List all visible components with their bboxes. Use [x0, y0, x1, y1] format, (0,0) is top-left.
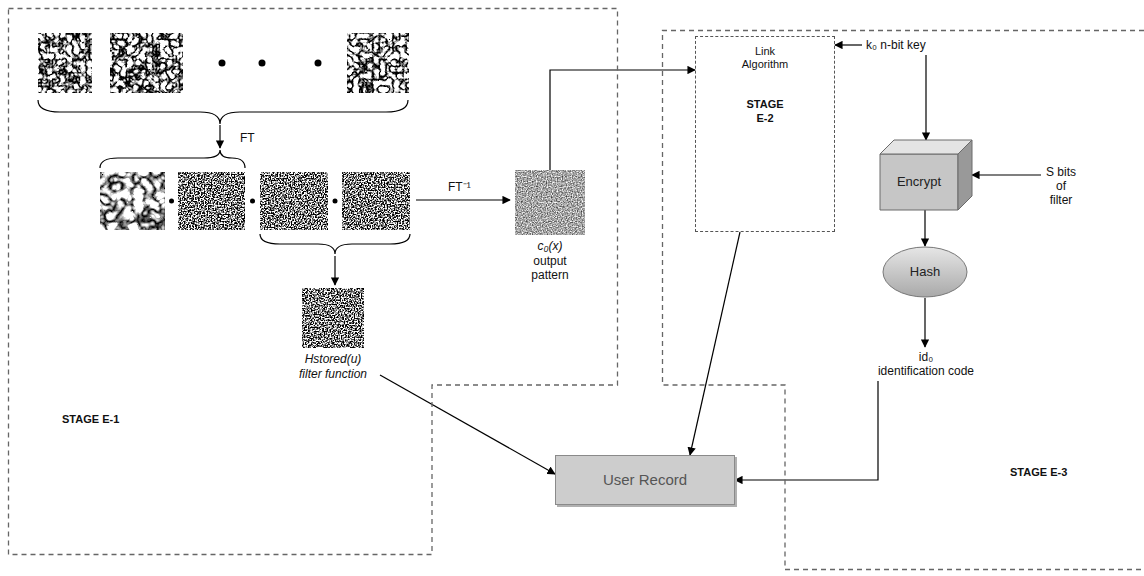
dashed-boundary — [9, 9, 618, 555]
ellipse-shape — [883, 247, 967, 297]
user-record-box: User Record — [555, 455, 735, 505]
fingerprint-image — [38, 33, 92, 93]
brace — [38, 100, 408, 124]
picture-slot — [515, 170, 585, 235]
key-label: k₀ n-bit key — [866, 38, 926, 52]
product-dot — [333, 199, 338, 204]
record-label: User Record — [603, 473, 687, 487]
connector-arrow — [924, 298, 925, 347]
fingerprint-image — [347, 33, 409, 93]
phase-mask-image — [178, 172, 245, 230]
cube-face — [880, 154, 958, 210]
pattern-symbol: c₀(x) — [515, 239, 585, 253]
flow-arrow — [219, 125, 220, 148]
encrypt-box: Encrypt — [880, 140, 972, 210]
cube-face — [880, 140, 972, 154]
connector-arrow — [925, 55, 926, 140]
filter-function: Hstored(u)filter function — [290, 288, 376, 381]
output-pattern: c₀(x)output pattern — [515, 170, 585, 282]
transform-label: FT — [240, 131, 255, 145]
flow-arrow — [334, 256, 335, 285]
region-outline — [8, 8, 618, 555]
process-label: Encrypt — [897, 175, 941, 189]
stage-label: STAGE E-3 — [1010, 465, 1067, 479]
connector-arrow — [924, 210, 925, 246]
phase-mask-image — [342, 172, 410, 230]
text-holder: Encrypt — [880, 154, 958, 210]
link-algorithm-box: Link AlgorithmSTAGE E-2 — [695, 36, 835, 232]
picture-slot — [290, 288, 376, 348]
process-label: Hash — [910, 265, 940, 279]
filter-bits-label: S bits of filter — [1046, 165, 1076, 207]
connector-arrow — [380, 375, 555, 474]
text-holder: User Record — [556, 456, 734, 504]
flow-arrow — [416, 199, 510, 200]
phase-mask-image — [260, 172, 328, 230]
ellipsis-dot — [315, 60, 322, 67]
fingerprint-image — [110, 33, 183, 93]
text-holder: Hash — [882, 246, 968, 298]
id-code-label: id₀identification code — [866, 350, 986, 378]
input-text: S bits of filter — [1046, 165, 1076, 207]
filter-image — [302, 288, 364, 348]
ellipsis-dot — [219, 60, 226, 67]
filter-symbol: Hstored(u) — [290, 352, 376, 366]
connector-arrow — [690, 232, 740, 455]
product-dot — [250, 199, 255, 204]
connector-arrow — [835, 44, 862, 45]
stage-label: STAGE E-1 — [62, 412, 119, 426]
product-dot — [169, 199, 174, 204]
transform-image — [100, 172, 165, 230]
filter-caption: filter function — [290, 367, 376, 381]
id-caption: identification code — [866, 364, 986, 378]
stage-label: STAGE E-2 — [743, 97, 787, 125]
id-symbol: id₀ — [866, 350, 986, 364]
connector-arrow — [550, 70, 695, 170]
ellipsis-dot — [259, 60, 266, 67]
pattern-caption: output pattern — [515, 254, 585, 282]
hash-ellipse: Hash — [882, 246, 968, 298]
connector-arrow — [972, 174, 1041, 175]
cube-face — [958, 140, 972, 210]
connector-arrow — [735, 381, 878, 480]
process-label: Link Algorithm — [732, 45, 798, 71]
brace — [260, 234, 410, 254]
brace — [100, 150, 245, 168]
transform-label: FT⁻¹ — [448, 180, 471, 194]
stage-region: STAGE E-1 c₀(x)output patternHstored(u)fi… — [8, 8, 618, 555]
key-text: k₀ n-bit key — [866, 38, 926, 52]
output-image — [515, 170, 585, 235]
